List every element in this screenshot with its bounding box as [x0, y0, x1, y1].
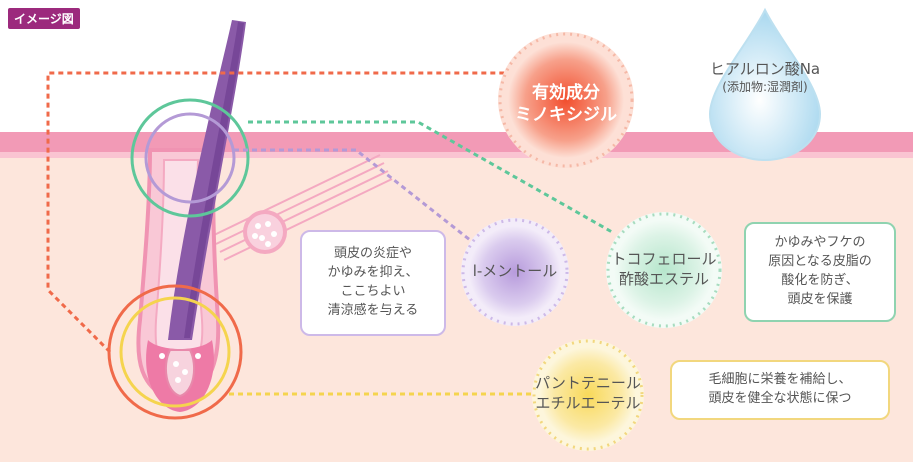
info-box-menthol: 頭皮の炎症や かゆみを抑え、 ここちよい 清涼感を与える [300, 230, 446, 336]
label-hyaluronic-note: (添加物:湿潤剤) [722, 79, 808, 94]
burst-menthol [461, 218, 569, 326]
label-menthol-name: l-メントール [472, 262, 558, 280]
info-menthol-line3: ここちよい [340, 284, 406, 299]
label-panthenyl: パントテニール エチルエーテル [524, 374, 652, 413]
image-badge: イメージ図 [8, 8, 80, 29]
info-tocopherol-line1: かゆみやフケの [774, 235, 866, 251]
label-minoxidil-line2: ミノキシジル [515, 105, 617, 126]
focus-circle-yellow [119, 296, 231, 408]
label-menthol: l-メントール [460, 262, 570, 282]
info-box-tocopherol: かゆみやフケの 原因となる皮脂の 酸化を防ぎ、 頭皮を保護 [744, 222, 896, 322]
leader-line-menthol [234, 148, 471, 242]
label-panthenyl-line1: パントテニール [535, 374, 641, 392]
label-panthenyl-line2: エチルエーテル [535, 393, 641, 412]
info-panthenyl-line1: 毛細胞に栄養を補給し、 [708, 372, 852, 388]
label-tocopherol-line1: トコフェロール [611, 250, 717, 268]
info-menthol-line1: 頭皮の炎症や [333, 246, 412, 262]
info-tocopherol-line2: 原因となる皮脂の [768, 254, 872, 270]
info-menthol-line4: 清涼感を与える [327, 302, 419, 318]
label-hyaluronic: ヒアルロン酸Na (添加物:湿潤剤) [680, 60, 850, 95]
burst-panthenyl [532, 339, 644, 451]
label-minoxidil: 有効成分 ミノキシジル [506, 82, 626, 126]
burst-tocopherol [606, 212, 722, 328]
sebaceous-gland [243, 210, 287, 254]
hair-bulb [146, 340, 214, 412]
water-drop-icon [708, 7, 822, 162]
info-box-panthenyl: 毛細胞に栄養を補給し、 頭皮を健全な状態に保つ [670, 360, 890, 420]
focus-circle-purple [144, 112, 236, 204]
label-tocopherol-line2: 酢酸エステル [618, 269, 709, 288]
focus-circle-green [130, 98, 250, 218]
info-tocopherol-line3: 酸化を防ぎ、 [781, 273, 859, 288]
leader-line-tocopherol [248, 120, 613, 234]
burst-minoxidil [498, 32, 634, 168]
info-tocopherol-line4: 頭皮を保護 [787, 291, 853, 307]
label-tocopherol: トコフェロール 酢酸エステル [602, 250, 726, 289]
info-menthol-line2: かゆみを抑え、 [327, 265, 419, 281]
label-hyaluronic-name: ヒアルロン酸Na [709, 60, 821, 78]
leader-line-minoxidil [46, 71, 520, 354]
label-minoxidil-line1: 有効成分 [532, 83, 600, 103]
info-panthenyl-line2: 頭皮を健全な状態に保つ [708, 391, 852, 406]
